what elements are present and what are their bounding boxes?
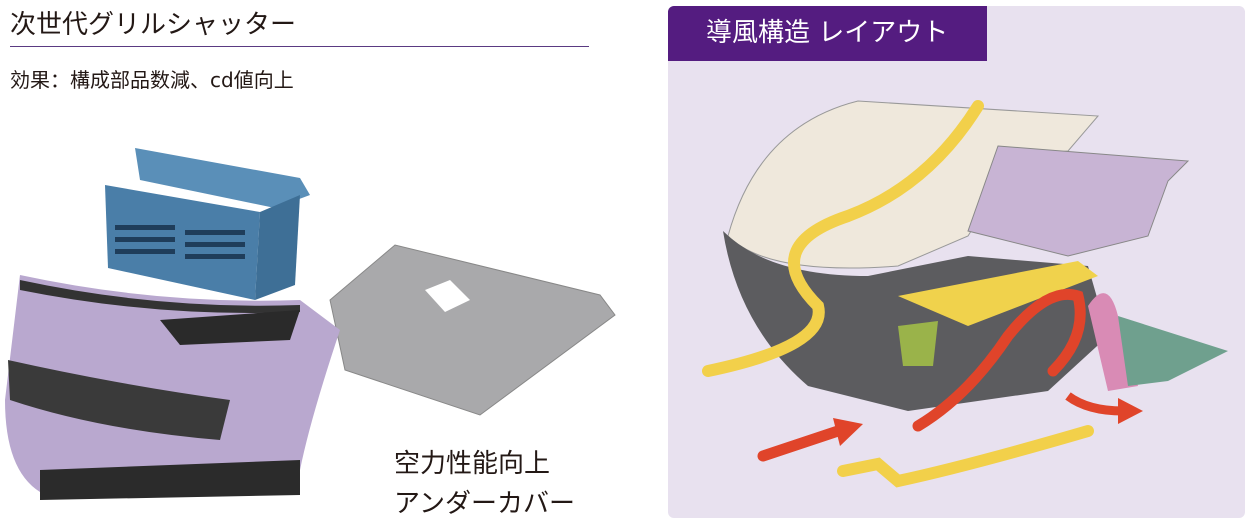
caption-undercover: アンダーカバー (394, 489, 575, 519)
effect-text: 効果：構成部品数減、cd値向上 (10, 68, 294, 92)
under-cover-image (329, 244, 616, 416)
panel-header: 導風構造 レイアウト (668, 6, 987, 61)
airflow-arrow-red (757, 425, 844, 462)
front-bumper-image (5, 275, 340, 500)
section-title: 次世代グリルシャッター (10, 10, 297, 40)
airflow-diagram (702, 100, 1228, 488)
airflow-arrow-yellow (702, 100, 984, 377)
airflow-layout-panel: 導風構造 レイアウト (668, 6, 1245, 518)
caption-aero: 空力性能向上 (394, 449, 551, 479)
airflow-arrow-yellow-bottom (837, 425, 1094, 488)
grille-shutter-image (105, 148, 310, 300)
title-divider (10, 46, 589, 47)
grille-shutter-illustration (5, 148, 616, 500)
